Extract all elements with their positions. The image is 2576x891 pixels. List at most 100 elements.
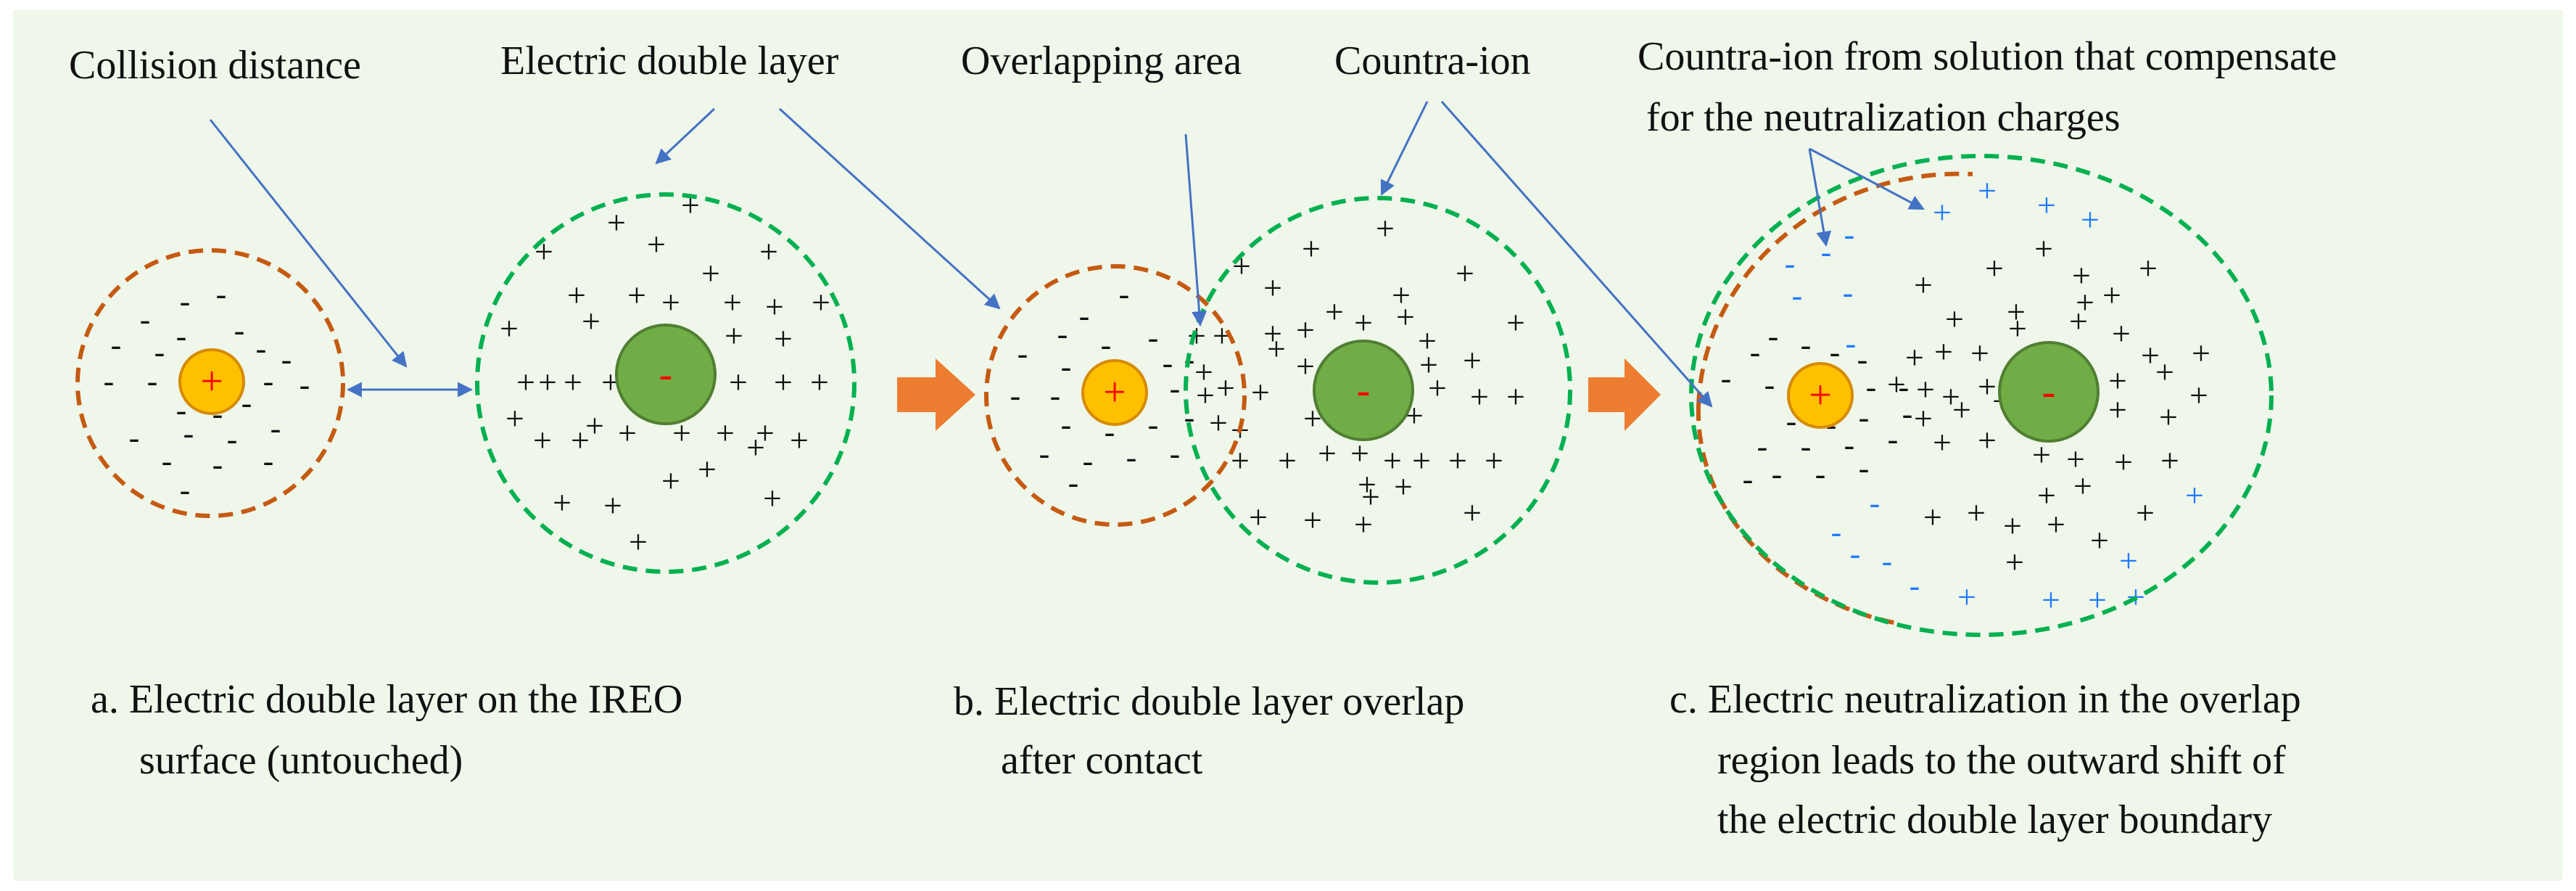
- panel-c-positive-ion: +: [2003, 507, 2022, 544]
- panel-c-compensating-positive-ion: +: [1978, 172, 1997, 209]
- panel-a-negative-ion: -: [227, 422, 238, 457]
- panel-b-positive-ion: +: [1302, 230, 1321, 267]
- panel-c-negative-ion: -: [1830, 334, 1841, 370]
- panel-a-negative-ion: -: [281, 342, 292, 377]
- panel-c-negative-ion: -: [1757, 429, 1768, 464]
- panel-c-negative-core: [1998, 341, 2100, 443]
- panel-a-positive-ion: +: [629, 523, 648, 560]
- panel-a-positive-ion: +: [723, 284, 742, 321]
- panel-b-positive-ion: +: [1278, 442, 1297, 479]
- panel-c-positive-ion: +: [1967, 494, 1986, 531]
- panel-c-positive-ion: +: [2139, 250, 2158, 287]
- panel-a-negative-ion: -: [176, 319, 187, 354]
- panel-b-positive-ion: +: [1412, 442, 1431, 479]
- panel-a-negative-ion: -: [263, 443, 274, 479]
- panel-a-positive-ion: +: [716, 414, 735, 451]
- panel-b-positive-ion: +: [1249, 498, 1268, 535]
- panel-a-positive-ion: +: [618, 414, 637, 451]
- panel-a-positive-ion: +: [729, 364, 748, 401]
- panel-a-negative-ion: -: [271, 411, 281, 446]
- panel-c-negative-ion: -: [1857, 342, 1868, 377]
- caption-c-line-1: c. Electric neutralization in the overla…: [1669, 677, 2301, 722]
- panel-a-negative-ion: -: [162, 443, 173, 479]
- panel-b-positive-ion: +: [1263, 315, 1282, 352]
- panel-c-positive-ion: +: [2090, 522, 2109, 559]
- panel-c-positive-ion: +: [1923, 498, 1942, 535]
- panel-a-positive-ion: +: [724, 317, 743, 354]
- panel-b-positive-ion: +: [1463, 342, 1482, 379]
- panel-c-compensating-negative-ion: -: [1792, 278, 1803, 313]
- panel-b-positive-ion: +: [1296, 348, 1315, 385]
- panel-a-positive-ion: +: [627, 276, 646, 313]
- panel-c-negative-ion: -: [1750, 334, 1761, 370]
- panel-a-positive-ion: +: [810, 364, 829, 401]
- panel-c-compensating-negative-ion: -: [1870, 485, 1881, 521]
- panel-b-positive-ion: +: [1456, 255, 1474, 292]
- panel-a-positive-ion: +: [607, 204, 626, 241]
- panel-c-compensating-negative-ion: -: [1846, 326, 1857, 361]
- panel-c-compensating-negative-ion: -: [1843, 275, 1854, 311]
- panel-b-negative-core-sign: -: [1357, 368, 1371, 413]
- caption-c-line-3: the electric double layer boundary: [1717, 797, 2272, 842]
- panel-c-negative-ion: -: [1772, 456, 1783, 492]
- panel-c-positive-ion: +: [2005, 543, 2024, 580]
- panel-b-positive-ion: +: [1263, 269, 1282, 306]
- panel-a-negative-ion: -: [242, 385, 252, 421]
- panel-a-positive-ion: +: [516, 364, 535, 401]
- panel-b-positive-ion: +: [1396, 298, 1415, 335]
- panel-a-positive-ion: +: [571, 422, 590, 459]
- panel-c-positive-ion: +: [1916, 371, 1935, 408]
- panel-c-positive-ion: +: [2114, 443, 2133, 480]
- caption-a-line-1: a. Electric double layer on the IREO: [91, 677, 682, 722]
- panel-a-negative-ion: -: [216, 276, 227, 312]
- panel-a-negative-ion: -: [140, 302, 151, 337]
- panel-c-negative-ion: -: [1859, 451, 1870, 486]
- panel-b-positive-ion: +: [1267, 330, 1286, 367]
- panel-b-positive-ion: +: [1361, 478, 1380, 515]
- panel-b-positive-ion: +: [1506, 304, 1525, 341]
- panel-a-positive-ion: +: [585, 407, 604, 444]
- panel-b-positive-ion: +: [1296, 311, 1315, 348]
- panel-c-orange-boundary-arc: [1696, 171, 1973, 407]
- panel-a-positive-ion: +: [500, 310, 519, 347]
- label-electric-double-layer: Electric double layer: [500, 38, 839, 83]
- panel-b-negative-ion: -: [1017, 336, 1028, 371]
- panel-b-negative-ion: -: [1079, 298, 1090, 334]
- collision-distance-pointer-arrow: [209, 119, 408, 368]
- label-overlapping-area: Overlapping area: [961, 38, 1242, 83]
- panel-b-positive-ion: +: [1209, 404, 1228, 441]
- panel-b-positive-ion: +: [1419, 346, 1438, 383]
- panel-a-positive-ion: +: [567, 276, 586, 313]
- panel-c-positive-ion: +: [2141, 337, 2160, 374]
- panel-c-negative-ion: -: [1768, 319, 1779, 354]
- panel-b-negative-core: [1313, 340, 1414, 441]
- panel-a-positive-ion: +: [765, 288, 784, 325]
- panel-a-negative-ion: -: [176, 393, 187, 428]
- panel-a-positive-ion: +: [698, 451, 717, 488]
- panel-c-negative-ion: -: [1721, 361, 1732, 396]
- panel-c-negative-core-sign: -: [2042, 369, 2056, 414]
- panel-c-negative-ion: -: [1743, 461, 1754, 497]
- label-countra-ion-from-solution-1: Countra-ion from solution that compensat…: [1638, 34, 2337, 79]
- panel-b-positive-ion: +: [1506, 378, 1525, 415]
- panel-c-positive-ion: +: [2155, 353, 2174, 390]
- panel-c-positive-ion: +: [2189, 377, 2208, 414]
- panel-c-positive-ion: +: [2159, 398, 2178, 435]
- panel-c-negative-ion: -: [1801, 327, 1812, 363]
- panel-a-negative-ion: -: [180, 472, 191, 508]
- panel-c-positive-ion: +: [1914, 400, 1933, 437]
- panel-a-negative-core-sign: -: [659, 352, 673, 397]
- panel-c-compensating-positive-ion: +: [2042, 581, 2060, 618]
- panel-a-negative-ion: -: [212, 447, 223, 483]
- panel-c-compensating-negative-ion: -: [1882, 543, 1893, 579]
- panel-c-positive-ion: +: [1970, 334, 1989, 371]
- panel-b-positive-ion: +: [1251, 374, 1270, 411]
- panel-b-positive-ion: +: [1187, 317, 1206, 354]
- panel-c-expanded-layer-boundary: [1689, 154, 2274, 637]
- panel-c-positive-ion: +: [2108, 391, 2127, 428]
- panel-c-negative-ion: -: [1801, 429, 1812, 464]
- panel-b-negative-ion: -: [1057, 316, 1068, 352]
- panel-a-positive-core: [178, 348, 245, 415]
- panel-c-positive-ion: +: [2007, 293, 2026, 330]
- panel-c-positive-ion: +: [1978, 368, 1997, 405]
